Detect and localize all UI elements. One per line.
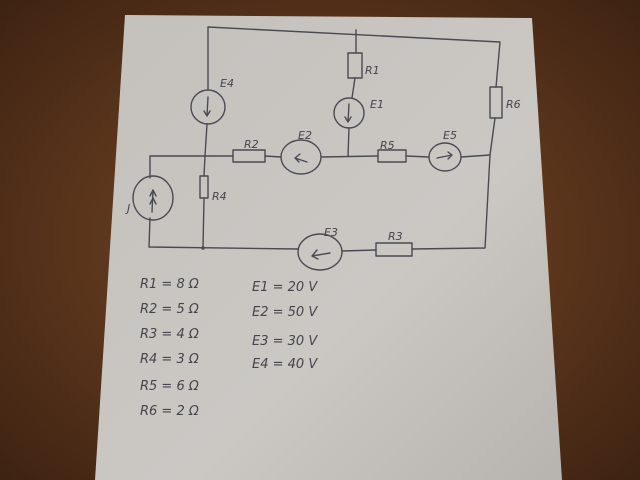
node-dot bbox=[201, 246, 205, 250]
label-e1: E1 bbox=[370, 98, 384, 111]
top-wire bbox=[207, 26, 501, 91]
wire-r4 bbox=[202, 155, 206, 249]
value-r1: R1 = 8 Ω bbox=[140, 277, 199, 292]
paper-sheet bbox=[95, 15, 562, 480]
resistor-r6 bbox=[489, 86, 503, 119]
circuit-diagram: E4 R1 E1 R6 R2 E2 R5 E5 J R4 E3 R3 bbox=[125, 26, 521, 271]
label-r4: R4 bbox=[212, 190, 227, 203]
label-r2: R2 bbox=[244, 138, 259, 151]
resistor-r5 bbox=[377, 149, 407, 163]
label-e5: E5 bbox=[443, 129, 457, 142]
label-j: J bbox=[125, 202, 130, 215]
value-e3: E3 = 30 V bbox=[252, 334, 318, 349]
label-r6: R6 bbox=[506, 98, 521, 111]
value-r2: R2 = 5 Ω bbox=[140, 302, 199, 317]
wire-r1-e1 bbox=[351, 77, 356, 99]
bottom-wire bbox=[148, 217, 377, 252]
label-e2: E2 bbox=[298, 129, 312, 142]
value-r5: R5 = 6 Ω bbox=[140, 379, 199, 394]
source-e3 bbox=[297, 233, 343, 271]
source-e1 bbox=[333, 97, 365, 129]
value-e2: E2 = 50 V bbox=[252, 305, 318, 320]
value-e4: E4 = 40 V bbox=[252, 357, 318, 372]
value-r3: R3 = 4 Ω bbox=[140, 327, 199, 342]
label-r3: R3 bbox=[388, 230, 403, 243]
wire-e4-node bbox=[204, 123, 208, 157]
value-r6: R6 = 2 Ω bbox=[140, 404, 199, 419]
label-e4: E4 bbox=[220, 77, 234, 90]
resistor-r1 bbox=[347, 52, 363, 79]
label-r1: R1 bbox=[365, 64, 380, 77]
source-e5 bbox=[428, 142, 462, 172]
middle-wire bbox=[149, 154, 491, 179]
resistor-r4 bbox=[199, 175, 209, 199]
wire-e1-node bbox=[347, 127, 350, 157]
value-e1: E1 = 20 V bbox=[252, 280, 318, 295]
resistance-values: R1 = 8 Ω R2 = 5 Ω R3 = 4 Ω R4 = 3 Ω R5 =… bbox=[140, 277, 199, 419]
voltage-values: E1 = 20 V E2 = 50 V E3 = 30 V E4 = 40 V bbox=[252, 280, 318, 372]
source-e2 bbox=[280, 139, 322, 175]
current-source-j bbox=[132, 175, 174, 221]
resistor-r2 bbox=[232, 149, 266, 163]
source-e4 bbox=[190, 89, 226, 125]
label-r5: R5 bbox=[380, 139, 395, 152]
resistor-r3 bbox=[375, 242, 413, 257]
value-r4: R4 = 3 Ω bbox=[140, 352, 199, 367]
wire-r6-right bbox=[411, 117, 496, 250]
label-e3: E3 bbox=[324, 226, 338, 239]
